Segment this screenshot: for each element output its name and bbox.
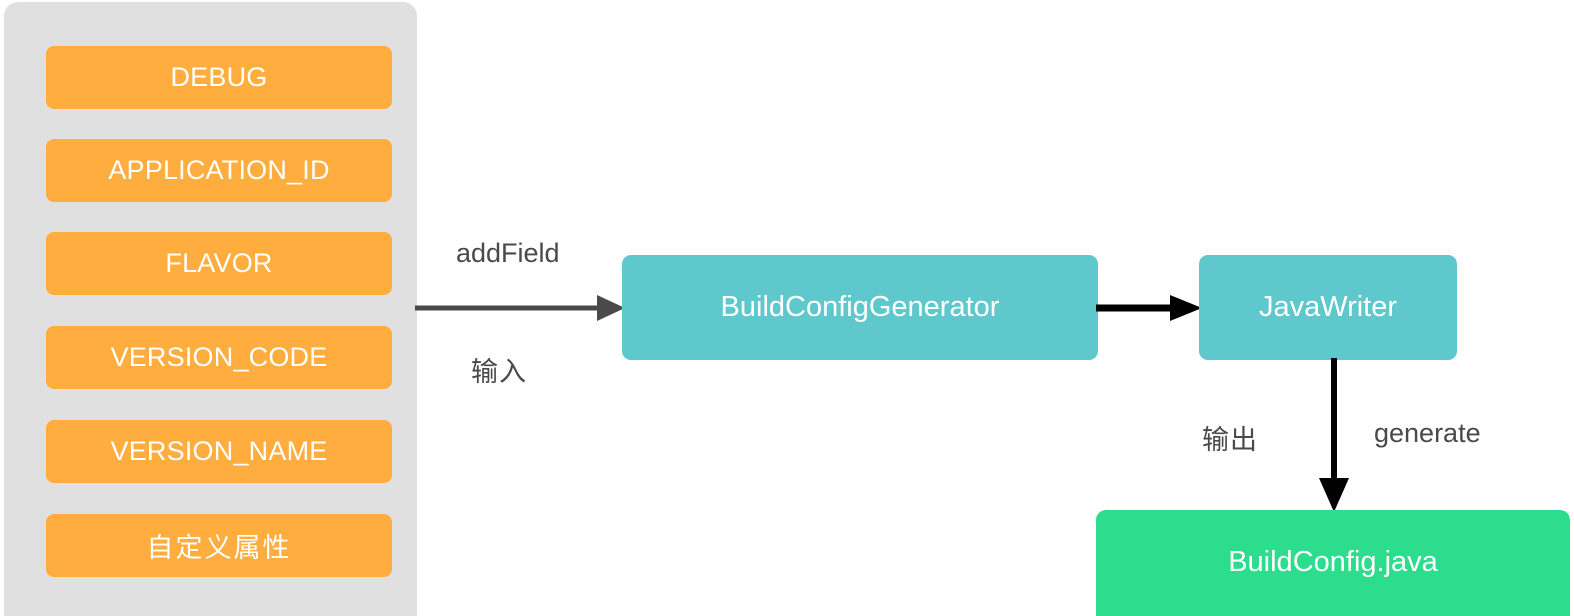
field-chip-debug[interactable]: DEBUG [46,46,392,109]
arrow-fields-to-generator [415,295,625,321]
field-chip-application-id[interactable]: APPLICATION_ID [46,139,392,202]
field-chip-version-code[interactable]: VERSION_CODE [46,326,392,389]
field-chip-label: VERSION_CODE [110,342,328,372]
node-javawriter[interactable]: JavaWriter [1199,255,1457,360]
arrow-generator-to-writer [1096,295,1202,321]
field-chip-label: APPLICATION_ID [108,155,330,185]
node-buildconfiggenerator[interactable]: BuildConfigGenerator [622,255,1098,360]
node-label: JavaWriter [1258,291,1398,323]
node-label: BuildConfig.java [1228,546,1438,578]
field-chip-label: 自定义属性 [146,533,292,563]
field-chip-label: DEBUG [170,62,268,92]
edge-label-generate: generate [1374,418,1481,448]
arrow-writer-to-file [1319,358,1349,512]
node-label: BuildConfigGenerator [720,291,1000,323]
field-chip-version-name[interactable]: VERSION_NAME [46,420,392,483]
field-chip-label: FLAVOR [165,248,273,278]
edge-label-addfield: addField [456,238,560,268]
node-buildconfig-java[interactable]: BuildConfig.java [1096,510,1570,616]
buildconfig-fields-panel: DEBUG APPLICATION_ID FLAVOR VERSION_CODE… [4,2,417,616]
edge-label-output: 输出 [1202,425,1258,455]
field-chip-custom-property[interactable]: 自定义属性 [46,514,392,577]
edge-label-input: 输入 [471,357,527,387]
field-chip-flavor[interactable]: FLAVOR [46,232,392,295]
field-chip-label: VERSION_NAME [110,436,328,466]
